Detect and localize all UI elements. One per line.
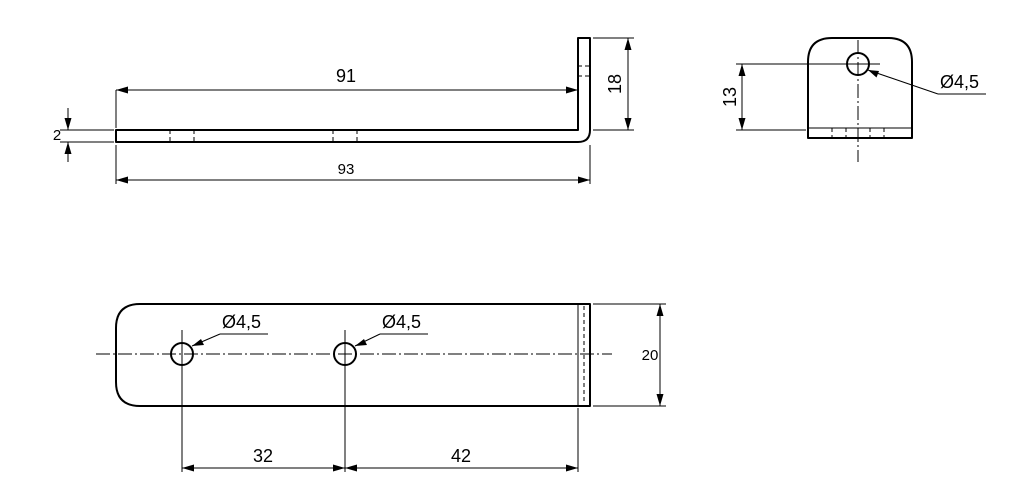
- plan-hole2-dia-label: Ø4,5: [382, 312, 421, 332]
- dim-18-label: 18: [605, 74, 625, 94]
- dim-2-label: 2: [53, 127, 61, 144]
- dim-32-label: 32: [253, 446, 273, 466]
- dim-91-label: 91: [336, 66, 356, 86]
- side-profile: [807, 37, 913, 139]
- dim-42-label: 42: [451, 446, 471, 466]
- front-view: 91 93 18 2: [53, 37, 634, 184]
- plan-hole1-dia-label: Ø4,5: [222, 312, 261, 332]
- side-view: 13 Ø4,5: [720, 37, 986, 162]
- dim-13-label: 13: [720, 87, 740, 107]
- plan-outline: [115, 303, 591, 407]
- dim-20-label: 20: [642, 347, 659, 364]
- side-hole-dia-label: Ø4,5: [940, 72, 979, 92]
- bracket-profile: [115, 37, 591, 143]
- dim-93-label: 93: [338, 161, 355, 178]
- plan-view: Ø4,5 Ø4,5 20 32 42: [96, 303, 666, 472]
